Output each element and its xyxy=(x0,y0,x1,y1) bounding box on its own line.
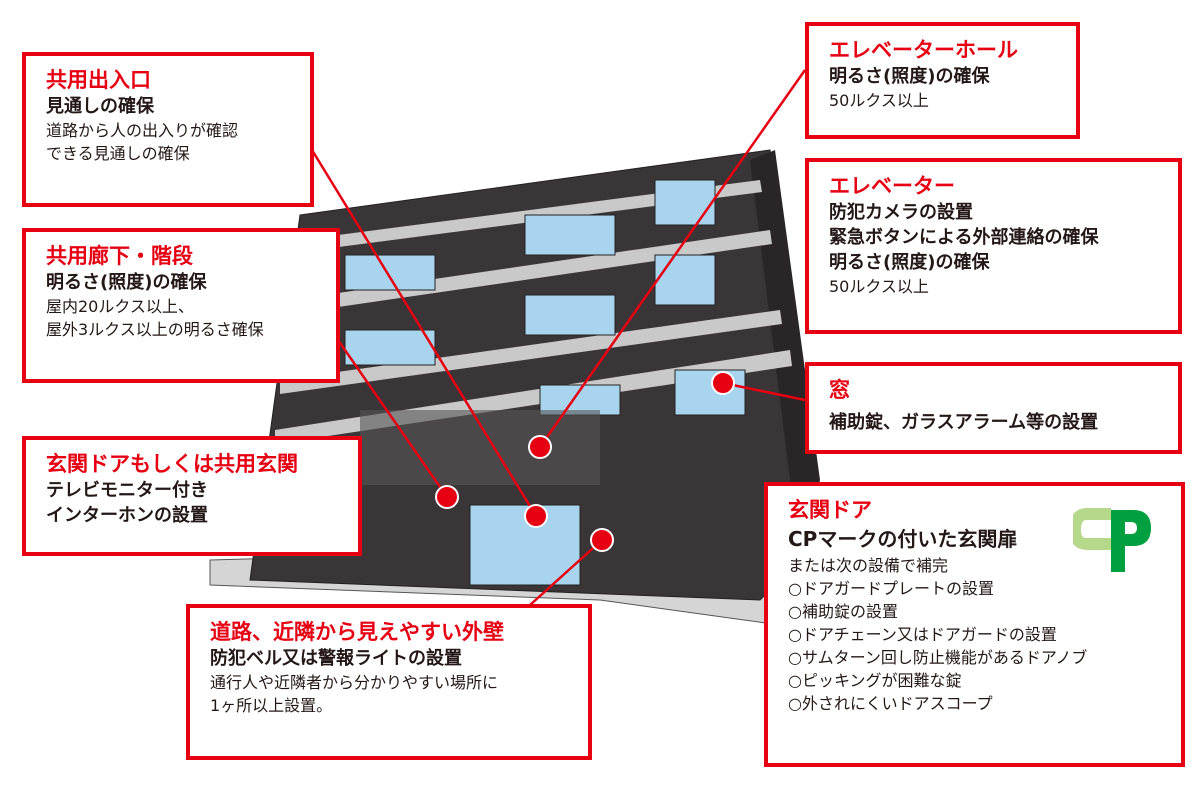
callout-title: エレベーターホール xyxy=(829,38,1018,62)
callout-title: 玄関ドア xyxy=(788,498,872,522)
callout-subtitle: 防犯カメラの設置 xyxy=(829,202,973,223)
callout-entrance: 共用出入口 見通しの確保 道路から人の出入りが確認 できる見通しの確保 xyxy=(22,52,314,207)
callout-text: 通行人や近隣者から分かりやすい場所に xyxy=(210,673,499,692)
callout-title: 共用廊下・階段 xyxy=(46,244,193,268)
callout-title: 道路、近隣から見えやすい外壁 xyxy=(210,620,504,644)
callout-title: 共用出入口 xyxy=(46,68,151,92)
callout-door: 玄関ドア CPマークの付いた玄関扉 または次の設備で補完 ○ドアガードプレートの… xyxy=(764,482,1185,767)
list-item: ○補助錠の設置 xyxy=(788,602,898,621)
callout-subtitle: 緊急ボタンによる外部連絡の確保 xyxy=(829,227,1099,248)
callout-subtitle: CPマークの付いた玄関扉 xyxy=(788,527,1018,551)
callout-title: エレベーター xyxy=(829,174,955,198)
callout-text: できる見通しの確保 xyxy=(46,144,190,163)
callout-subtitle: 明るさ(照度)の確保 xyxy=(829,252,990,273)
cp-mark-logo xyxy=(1073,508,1151,572)
callout-text: 屋内20ルクス以上、 xyxy=(46,297,194,316)
callout-elevator-hall: エレベーターホール 明るさ(照度)の確保 50ルクス以上 xyxy=(805,22,1080,139)
callout-subtitle: 明るさ(照度)の確保 xyxy=(829,66,990,87)
callout-text: インターホンの設置 xyxy=(46,505,208,526)
callout-corridor: 共用廊下・階段 明るさ(照度)の確保 屋内20ルクス以上、 屋外3ルクス以上の明… xyxy=(22,228,340,383)
list-item: ○ピッキングが困難な錠 xyxy=(788,671,962,690)
callout-text: 1ヶ所以上設置。 xyxy=(210,696,333,715)
callout-window: 窓 補助錠、ガラスアラーム等の設置 xyxy=(805,362,1182,454)
callout-text: 道路から人の出入りが確認 xyxy=(46,121,239,140)
callout-title: 玄関ドアもしくは共用玄関 xyxy=(46,452,298,476)
tiled-wall xyxy=(360,410,600,485)
callout-subtitle: 明るさ(照度)の確保 xyxy=(46,272,207,293)
callout-elevator: エレベーター 防犯カメラの設置 緊急ボタンによる外部連絡の確保 明るさ(照度)の… xyxy=(805,158,1182,334)
callout-text: 50ルクス以上 xyxy=(829,91,929,110)
callout-text: テレビモニター付き xyxy=(46,480,208,501)
list-item: ○ドアガードプレートの設置 xyxy=(788,579,994,598)
windows xyxy=(344,179,746,586)
callout-intercom: 玄関ドアもしくは共用玄関 テレビモニター付き インターホンの設置 xyxy=(22,436,362,556)
leader-lines xyxy=(310,69,807,606)
list-item: ○外されにくいドアスコープ xyxy=(788,694,993,713)
marker-dots xyxy=(435,371,735,552)
callout-text: または次の設備で補完 xyxy=(788,556,949,575)
callout-text: 50ルクス以上 xyxy=(829,277,929,296)
callout-text: 補助錠、ガラスアラーム等の設置 xyxy=(829,412,1099,433)
list-item: ○サムターン回し防止機能があるドアノブ xyxy=(788,648,1088,667)
callout-wall: 道路、近隣から見えやすい外壁 防犯ベル又は警報ライトの設置 通行人や近隣者から分… xyxy=(186,604,592,760)
callout-subtitle: 見通しの確保 xyxy=(46,96,154,117)
callout-title: 窓 xyxy=(829,378,850,402)
callout-text: 屋外3ルクス以上の明るさ確保 xyxy=(46,320,264,339)
list-item: ○ドアチェーン又はドアガードの設置 xyxy=(788,625,1057,644)
callout-subtitle: 防犯ベル又は警報ライトの設置 xyxy=(210,648,462,669)
